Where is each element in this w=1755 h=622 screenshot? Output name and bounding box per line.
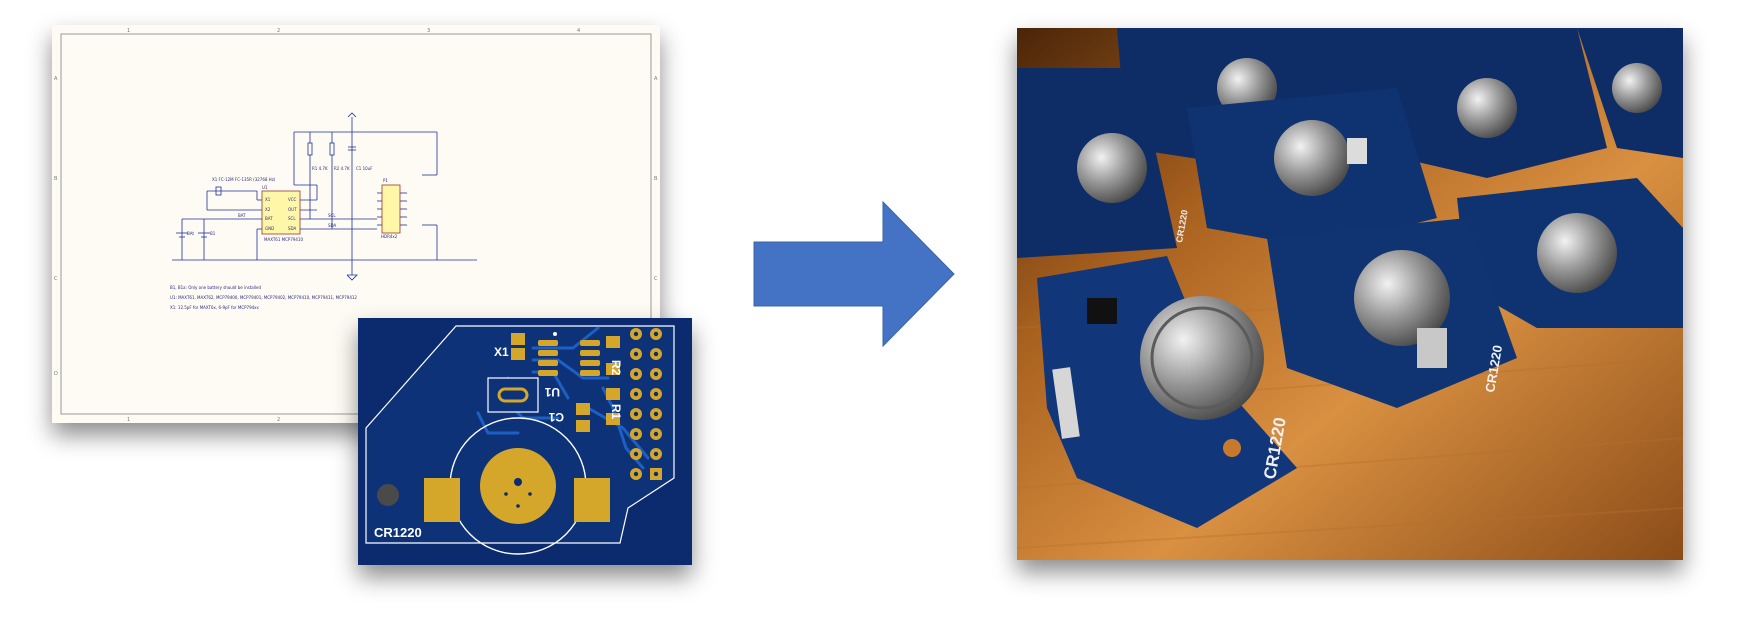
u1-ref: U1 (262, 185, 268, 190)
schematic-wires (172, 112, 477, 281)
r2-label: R2 4.7K (334, 166, 350, 171)
u1-pin: SDA (288, 226, 297, 231)
frame-row-label: D (54, 371, 58, 377)
pcb-layout: X1 R2 R1 U1 C1 CR1220 (358, 318, 692, 565)
pcb-board (1037, 256, 1297, 528)
u1-pin: X1 (265, 197, 271, 202)
bat-net-label: BAT (238, 213, 246, 218)
frame-row-label: B (54, 176, 58, 182)
pcb-board (1017, 68, 1177, 258)
r1-label: R1 4.7K (312, 166, 328, 171)
net-sda-label: SDA (328, 223, 337, 228)
u1-symbol (261, 190, 301, 235)
pcb-label-u1: U1 (544, 385, 560, 399)
pcb-board (1187, 88, 1437, 248)
frame-col-label: 1 (127, 417, 130, 423)
u1-pin: OUT (288, 207, 297, 212)
mounting-hole (377, 484, 399, 506)
frame-col-label: 1 (127, 28, 130, 34)
u1-pin: VCC (288, 197, 297, 202)
pcb-vias (504, 478, 532, 508)
u1-pin: GND (265, 226, 274, 231)
net-scl-label: SCL (328, 213, 336, 218)
u1-part: MAXT61 MCP79410 (264, 237, 303, 242)
frame-col-label: 2 (277, 417, 280, 423)
photo-drawing: CR1220 CR1220 CR1220 (1017, 28, 1683, 560)
crystal-label: X1 FC-12M FC-135R (32768 Hz) (212, 177, 276, 182)
pcb-label-c1: C1 (548, 410, 564, 424)
frame-row-label: C (654, 276, 658, 282)
frame-row-label: A (654, 76, 658, 82)
u1-pin: SCL (288, 216, 296, 221)
b1a-label: BAt (187, 231, 194, 236)
frame-row-label: A (54, 76, 58, 82)
frame-col-label: 4 (577, 28, 580, 34)
frame-col-label: 2 (277, 28, 280, 34)
p1-ref: P1 (383, 178, 388, 183)
schematic-drawing: 1 2 3 4 1 2 3 4 A B C D A B C D (54, 28, 658, 423)
schematic-sheet: 1 2 3 4 1 2 3 4 A B C D A B C D (52, 25, 660, 423)
pcb-board (1577, 28, 1683, 158)
pcb-label-x1: X1 (494, 345, 509, 359)
c1-label: C1 10uF (356, 166, 373, 171)
crystal-pad (497, 387, 529, 403)
right-arrow-icon (753, 200, 955, 348)
pin1-marker (553, 332, 557, 336)
pcb-label-r1: R1 (609, 404, 623, 420)
frame-row-label: B (654, 176, 658, 182)
p1-part: HDR4x2 (381, 234, 398, 239)
b1-label: B1 (210, 231, 216, 236)
p1-header-symbol (381, 184, 401, 234)
frame-row-label: C (54, 276, 58, 282)
frame-col-label: 3 (427, 28, 430, 34)
schematic-note: B1, B1a: Only one battery should be inst… (170, 285, 261, 290)
crystal-outline (487, 377, 539, 413)
assembled-boards-photo: CR1220 CR1220 CR1220 (1017, 28, 1683, 560)
pcb-board (1457, 178, 1683, 328)
pcb-label-r2: R2 (609, 360, 623, 376)
u1-pin: BAT (265, 216, 273, 221)
u1-pin: X2 (265, 207, 271, 212)
pcb-drawing: X1 R2 R1 U1 C1 CR1220 (358, 318, 692, 565)
pcb-label-battery: CR1220 (374, 525, 422, 540)
schematic-note: U1: MAXT61, MAXT62, MCP79400, MCP79401, … (170, 295, 357, 300)
pcb-pads (424, 333, 620, 524)
pcb-board (1267, 218, 1517, 408)
schematic-note: X1: 12.5pF for MAXT6x, 6-9pF for MCP794x… (170, 305, 260, 310)
